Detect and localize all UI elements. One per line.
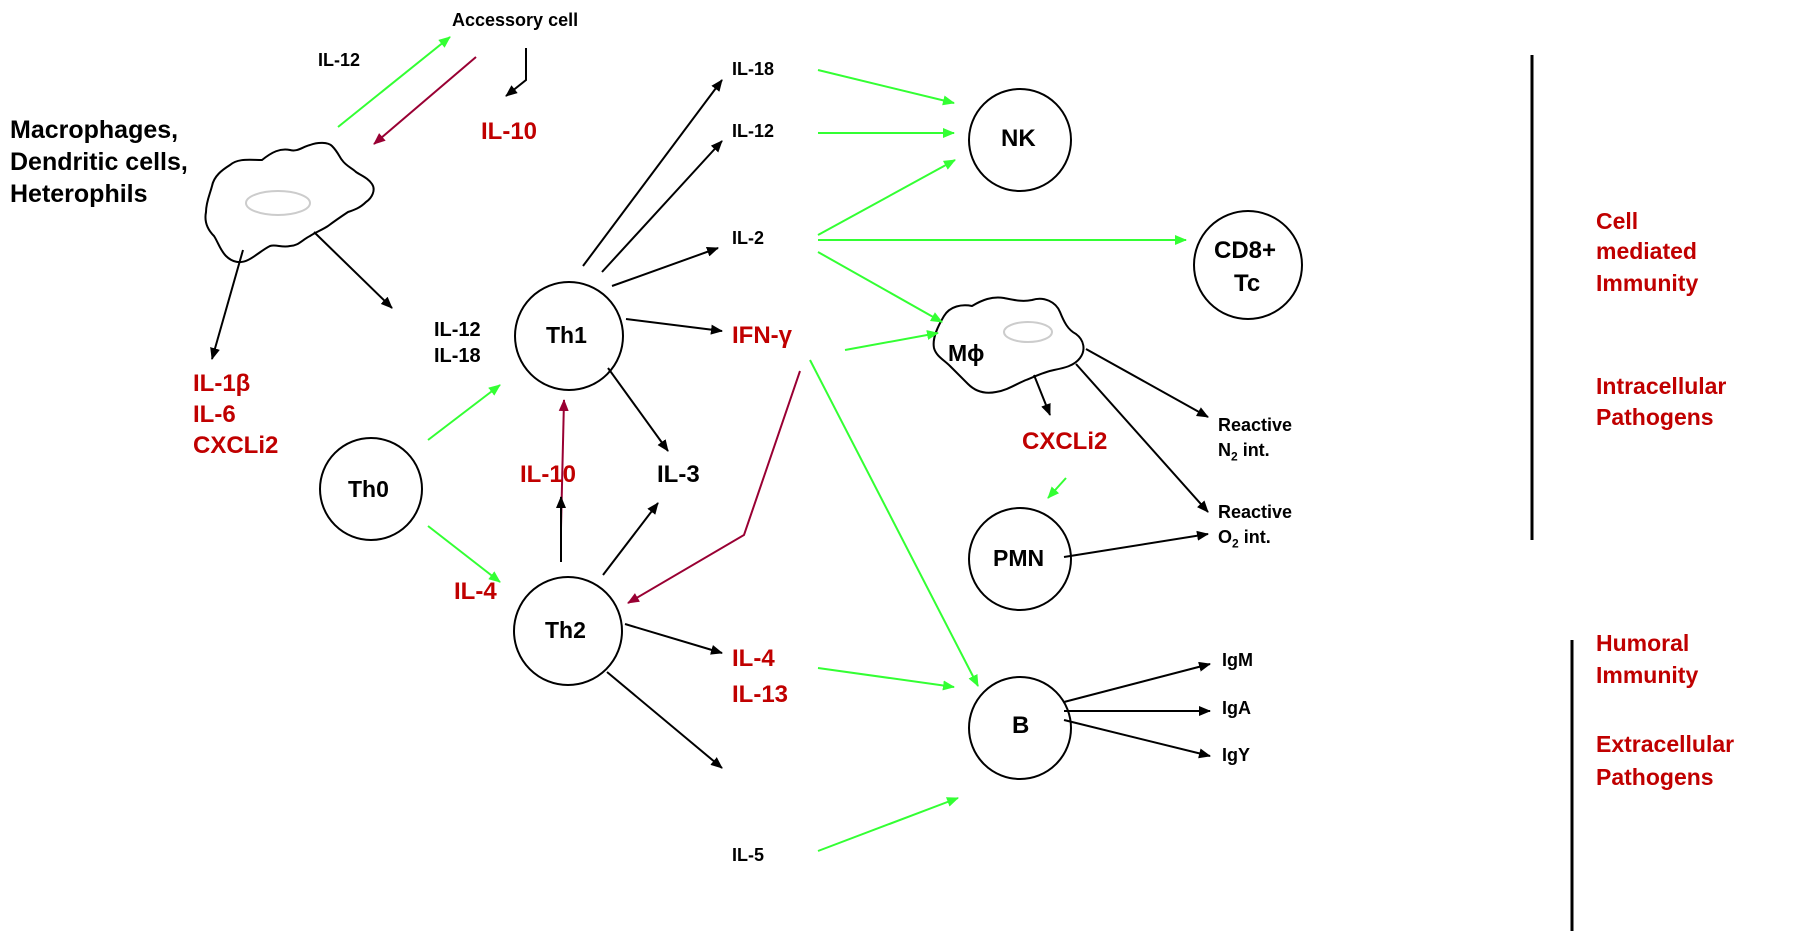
pmn-label: PMN bbox=[993, 545, 1045, 571]
cd8-node bbox=[1193, 210, 1303, 320]
arrow-mphi-to-reactive-n2 bbox=[1085, 348, 1209, 418]
igy-label: IgY bbox=[1222, 745, 1251, 765]
il12-il18-label-line1: IL-12 bbox=[434, 319, 481, 341]
arrow-th2-to-il3 bbox=[602, 502, 659, 576]
il5-label: IL-5 bbox=[732, 845, 765, 865]
pmn-node bbox=[968, 507, 1072, 611]
arrow-il2-to-mphi bbox=[817, 251, 943, 323]
arrow-il18-to-nk bbox=[817, 69, 955, 106]
igm-label: IgM bbox=[1222, 650, 1253, 670]
mphi-label: Mϕ bbox=[948, 340, 985, 366]
intracellular-label-line1: Intracellular bbox=[1596, 373, 1727, 399]
arrow-th1-to-il2 bbox=[611, 247, 719, 287]
il12-top-label: IL-12 bbox=[318, 50, 361, 70]
il12-il18-label-line2: IL-18 bbox=[434, 345, 481, 367]
reactive-n2-label-line2: N2 int. bbox=[1218, 440, 1270, 464]
b-node bbox=[968, 676, 1072, 780]
reactive-o2-label-line1: Reactive bbox=[1218, 502, 1293, 522]
arrow-mphi-to-reactive-o2 bbox=[1075, 363, 1209, 513]
il4-th2-label: IL-4 bbox=[732, 645, 775, 672]
humoral-label-line1: Humoral bbox=[1596, 630, 1690, 656]
cell-mediated-label-line1: Cell bbox=[1596, 208, 1639, 234]
arrow-th1-to-ifn bbox=[625, 318, 723, 335]
arrow-macrophage-to-il12-il18 bbox=[313, 231, 393, 309]
arrow-th0-to-th2 bbox=[427, 525, 501, 583]
macrophages-label-line1: Macrophages, bbox=[10, 116, 179, 144]
iga-label: IgA bbox=[1222, 698, 1251, 718]
reactive-n2-label-line1: Reactive bbox=[1218, 415, 1293, 435]
il3-label: IL-3 bbox=[657, 461, 700, 488]
arrow-mphi-to-cxcli2 bbox=[1033, 374, 1051, 416]
accessory-cell-label: Accessory cell bbox=[452, 10, 579, 30]
macrophages-label-line3: Heterophils bbox=[10, 180, 148, 208]
extracellular-label-line1: Extracellular bbox=[1596, 731, 1735, 757]
mphi-cell-shape bbox=[932, 296, 1085, 394]
th0-node bbox=[319, 437, 423, 541]
arrow-pmn-to-reactive-o2 bbox=[1063, 530, 1209, 558]
cxcli2-right-label: CXCLi2 bbox=[1022, 428, 1108, 455]
macrophages-label-line2: Dendritic cells, bbox=[10, 148, 188, 176]
cd8-label-line2: Tc bbox=[1234, 270, 1261, 297]
b-label: B bbox=[1012, 712, 1030, 739]
arrow-th0-to-th1 bbox=[427, 384, 501, 441]
arrow-ifn-to-b bbox=[809, 359, 979, 687]
cxcli2-left-label: CXCLi2 bbox=[193, 432, 279, 459]
il13-label: IL-13 bbox=[732, 681, 789, 708]
arrow-th2-to-il5 bbox=[606, 671, 723, 769]
intracellular-label-line2: Pathogens bbox=[1596, 404, 1714, 430]
il10-accessory-label: IL-10 bbox=[481, 118, 538, 145]
macrophage-nucleus bbox=[245, 190, 311, 216]
il10-th-label: IL-10 bbox=[520, 461, 577, 488]
arrow-ifn-to-th2 bbox=[627, 370, 801, 604]
arrow-cxcli2-to-pmn bbox=[1047, 477, 1067, 499]
il6-label: IL-6 bbox=[193, 401, 236, 428]
arrow-b-to-igm bbox=[1063, 661, 1211, 703]
arrow-accessory-to-macrophage bbox=[373, 56, 477, 145]
il4-left-label: IL-4 bbox=[454, 578, 497, 605]
arrow-ifn-to-mphi bbox=[844, 330, 939, 351]
cell-mediated-label-line2: mediated bbox=[1596, 238, 1697, 264]
th1-node bbox=[514, 281, 624, 391]
humoral-label-line2: Immunity bbox=[1596, 662, 1699, 688]
arrow-th1-to-il3 bbox=[607, 367, 669, 452]
nk-label: NK bbox=[1001, 125, 1036, 152]
reactive-o2-label-line2: O2 int. bbox=[1218, 527, 1271, 551]
arrow-th1-to-il18 bbox=[582, 79, 723, 267]
arrow-il5-to-b bbox=[817, 797, 959, 852]
nk-node bbox=[968, 88, 1072, 192]
arrow-il2-to-nk bbox=[817, 159, 956, 236]
il12-right-label: IL-12 bbox=[732, 121, 775, 141]
mphi-nucleus bbox=[1003, 321, 1053, 343]
cell-mediated-label-line3: Immunity bbox=[1596, 270, 1699, 296]
th0-label: Th0 bbox=[348, 476, 389, 502]
extracellular-label-line2: Pathogens bbox=[1596, 764, 1714, 790]
macrophage-cell-shape bbox=[204, 141, 375, 264]
il1b-label: IL-1β bbox=[193, 370, 251, 397]
il18-right-label: IL-18 bbox=[732, 59, 775, 79]
il2-label: IL-2 bbox=[732, 228, 765, 248]
th2-label: Th2 bbox=[545, 617, 586, 643]
arrow-th1-to-il12 bbox=[601, 140, 723, 273]
th2-node bbox=[513, 576, 623, 686]
arrow-b-to-igy bbox=[1063, 719, 1211, 759]
arrow-macrophage-to-il1b bbox=[210, 249, 244, 360]
arrow-il4-to-b bbox=[817, 667, 955, 691]
arrow-th2-to-il4 bbox=[624, 623, 723, 655]
arrow-macrophage-to-accessory bbox=[337, 36, 451, 128]
arrow-accessory-to-il10 bbox=[505, 48, 527, 97]
ifn-gamma-label: IFN-γ bbox=[732, 322, 792, 349]
cd8-label-line1: CD8+ bbox=[1214, 237, 1277, 264]
th1-label: Th1 bbox=[546, 322, 587, 348]
